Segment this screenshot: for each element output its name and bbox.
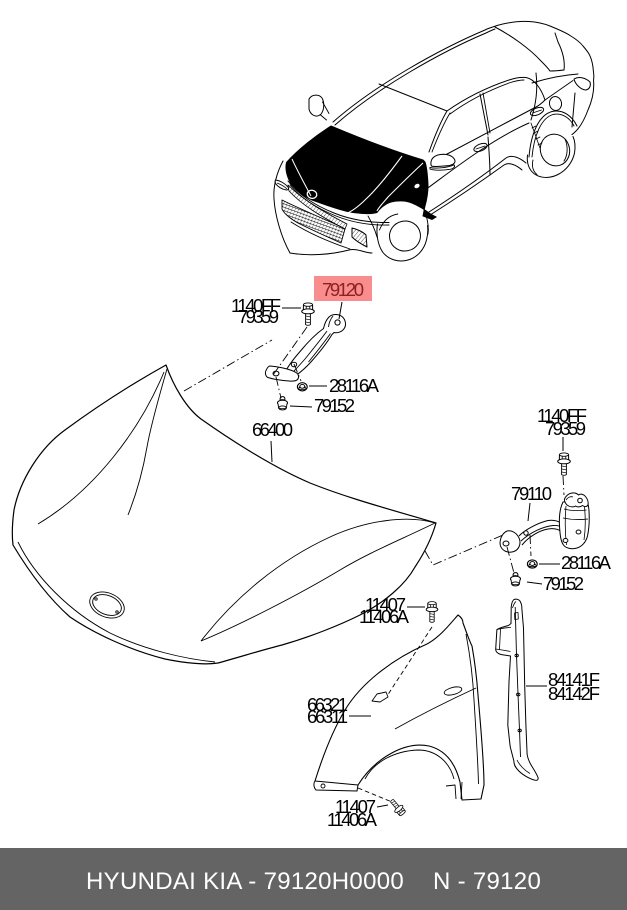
- svg-text:79120: 79120: [322, 279, 364, 300]
- svg-text:1140FF: 1140FF: [231, 295, 281, 316]
- svg-text:11407: 11407: [365, 594, 406, 615]
- svg-text:79359: 79359: [545, 418, 586, 439]
- svg-text:79152: 79152: [314, 395, 355, 416]
- svg-text:HYUNDAI KIA - 79120H0000: HYUNDAI KIA - 79120H0000: [86, 868, 404, 895]
- svg-text:11407: 11407: [335, 796, 376, 817]
- svg-text:N - 79120: N - 79120: [433, 868, 541, 895]
- svg-text:79110: 79110: [511, 483, 552, 504]
- svg-text:79359: 79359: [238, 306, 279, 327]
- svg-text:66311: 66311: [307, 706, 348, 727]
- svg-text:1140FF: 1140FF: [537, 405, 587, 426]
- svg-text:84142F: 84142F: [548, 683, 600, 704]
- svg-text:28116A: 28116A: [561, 552, 612, 573]
- svg-text:28116A: 28116A: [329, 375, 380, 396]
- svg-text:11406A: 11406A: [327, 809, 378, 830]
- svg-text:66321: 66321: [307, 694, 348, 715]
- svg-text:84141F: 84141F: [548, 669, 600, 690]
- svg-text:79152: 79152: [543, 573, 584, 594]
- svg-text:11406A: 11406A: [359, 606, 410, 627]
- svg-text:66400: 66400: [252, 419, 293, 440]
